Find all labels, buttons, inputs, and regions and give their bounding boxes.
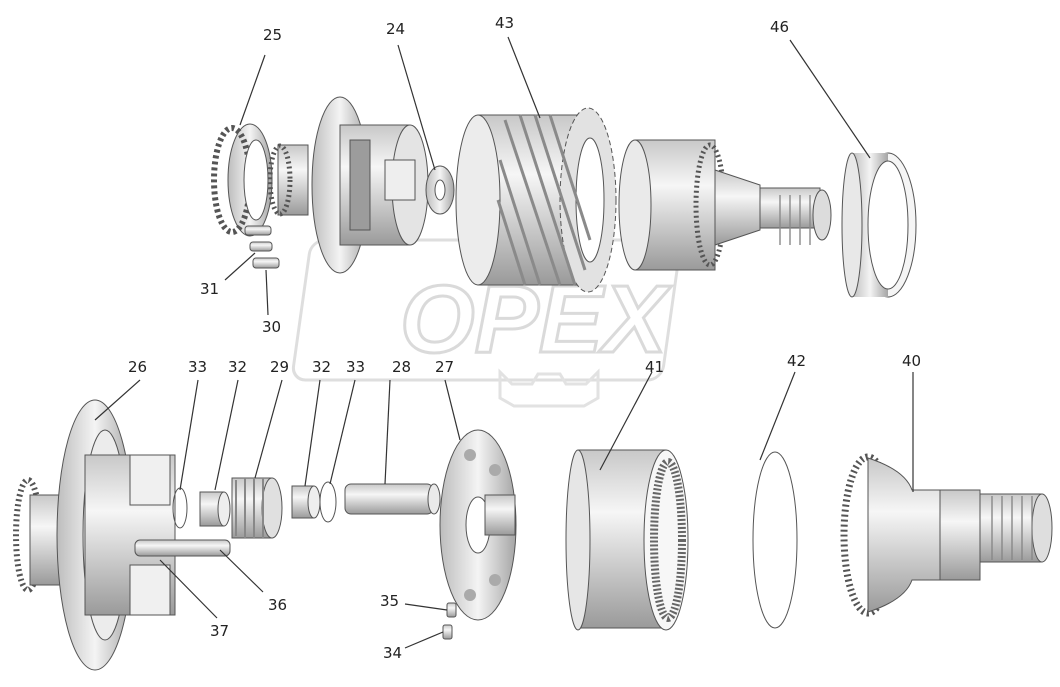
part-30-31-pins bbox=[244, 225, 280, 269]
part-24-bearing bbox=[425, 165, 455, 215]
label-40: 40 bbox=[902, 352, 921, 370]
label-28: 28 bbox=[392, 358, 411, 376]
part-25-bearing bbox=[211, 123, 273, 237]
label-33: 33 bbox=[188, 358, 207, 376]
part-27-plate bbox=[439, 429, 517, 621]
part-41-ring-gear bbox=[565, 449, 689, 631]
label-24: 24 bbox=[386, 20, 405, 38]
part-43-gear bbox=[455, 107, 617, 293]
leader-lines bbox=[94, 36, 914, 649]
label-43: 43 bbox=[495, 14, 514, 32]
label-35: 35 bbox=[380, 592, 399, 610]
output-shaft-top bbox=[618, 139, 832, 271]
part-32-bearing bbox=[199, 491, 231, 527]
label-36: 36 bbox=[268, 596, 287, 614]
part-28-shaft bbox=[344, 483, 441, 515]
part-34-35-pins bbox=[442, 602, 457, 640]
part-33-washer-2 bbox=[319, 481, 337, 523]
label-26: 26 bbox=[128, 358, 147, 376]
label-41: 41 bbox=[645, 358, 664, 376]
part-32-bearing-2 bbox=[291, 485, 321, 519]
label-32: 32 bbox=[228, 358, 247, 376]
label-33-b: 33 bbox=[346, 358, 365, 376]
label-46: 46 bbox=[770, 18, 789, 36]
label-31: 31 bbox=[200, 280, 219, 298]
label-34: 34 bbox=[383, 644, 402, 662]
label-29: 29 bbox=[270, 358, 289, 376]
part-40-flange bbox=[840, 453, 1053, 617]
part-labels: 25 24 43 46 31 30 26 33 32 29 32 33 28 2… bbox=[128, 14, 921, 662]
label-32-b: 32 bbox=[312, 358, 331, 376]
planet-carrier-top bbox=[267, 96, 429, 274]
part-42-snap-ring bbox=[752, 451, 798, 629]
part-29-planet-gear bbox=[231, 477, 283, 539]
part-26-carrier bbox=[13, 399, 231, 671]
label-42: 42 bbox=[787, 352, 806, 370]
part-46-ring bbox=[841, 152, 917, 298]
label-30: 30 bbox=[262, 318, 281, 336]
label-25: 25 bbox=[263, 26, 282, 44]
label-27: 27 bbox=[435, 358, 454, 376]
label-37: 37 bbox=[210, 622, 229, 640]
